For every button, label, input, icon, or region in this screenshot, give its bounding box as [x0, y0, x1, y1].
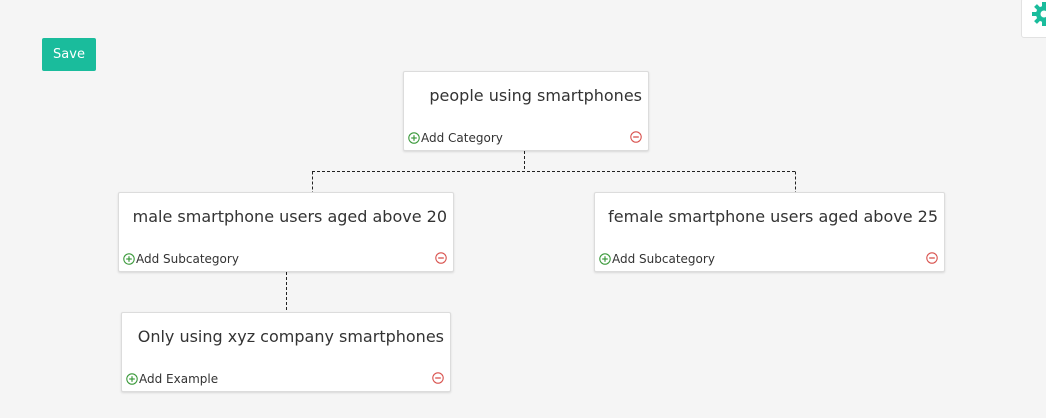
node-title: Only using xyz company smartphones [137, 327, 444, 346]
subcategory-node: Only using xyz company smartphones Add E… [121, 312, 451, 392]
plus-circle-icon [408, 132, 420, 144]
add-label: Add Example [139, 372, 219, 386]
root-node: people using smartphones Add Category [403, 71, 649, 151]
node-title: people using smartphones [429, 86, 642, 105]
minus-circle-icon[interactable] [435, 252, 447, 264]
plus-circle-icon [126, 373, 138, 385]
add-label: Add Subcategory [136, 252, 239, 266]
add-label: Add Subcategory [612, 252, 715, 266]
add-subcategory-button[interactable]: Add Subcategory [599, 252, 715, 266]
save-button[interactable]: Save [42, 38, 96, 71]
add-example-button[interactable]: Add Example [126, 372, 218, 386]
gear-icon [1032, 2, 1046, 26]
add-subcategory-button[interactable]: Add Subcategory [123, 252, 239, 266]
settings-tab[interactable] [1021, 0, 1046, 38]
add-category-button[interactable]: Add Category [408, 131, 503, 145]
node-title: female smartphone users aged above 25 [608, 207, 938, 226]
plus-circle-icon [123, 253, 135, 265]
minus-circle-icon[interactable] [926, 252, 938, 264]
plus-circle-icon [599, 253, 611, 265]
node-title: male smartphone users aged above 20 [132, 207, 447, 226]
category-node-male: male smartphone users aged above 20 Add … [118, 192, 454, 272]
minus-circle-icon[interactable] [630, 131, 642, 143]
add-label: Add Category [421, 131, 503, 145]
minus-circle-icon[interactable] [432, 372, 444, 384]
category-node-female: female smartphone users aged above 25 Ad… [594, 192, 945, 272]
